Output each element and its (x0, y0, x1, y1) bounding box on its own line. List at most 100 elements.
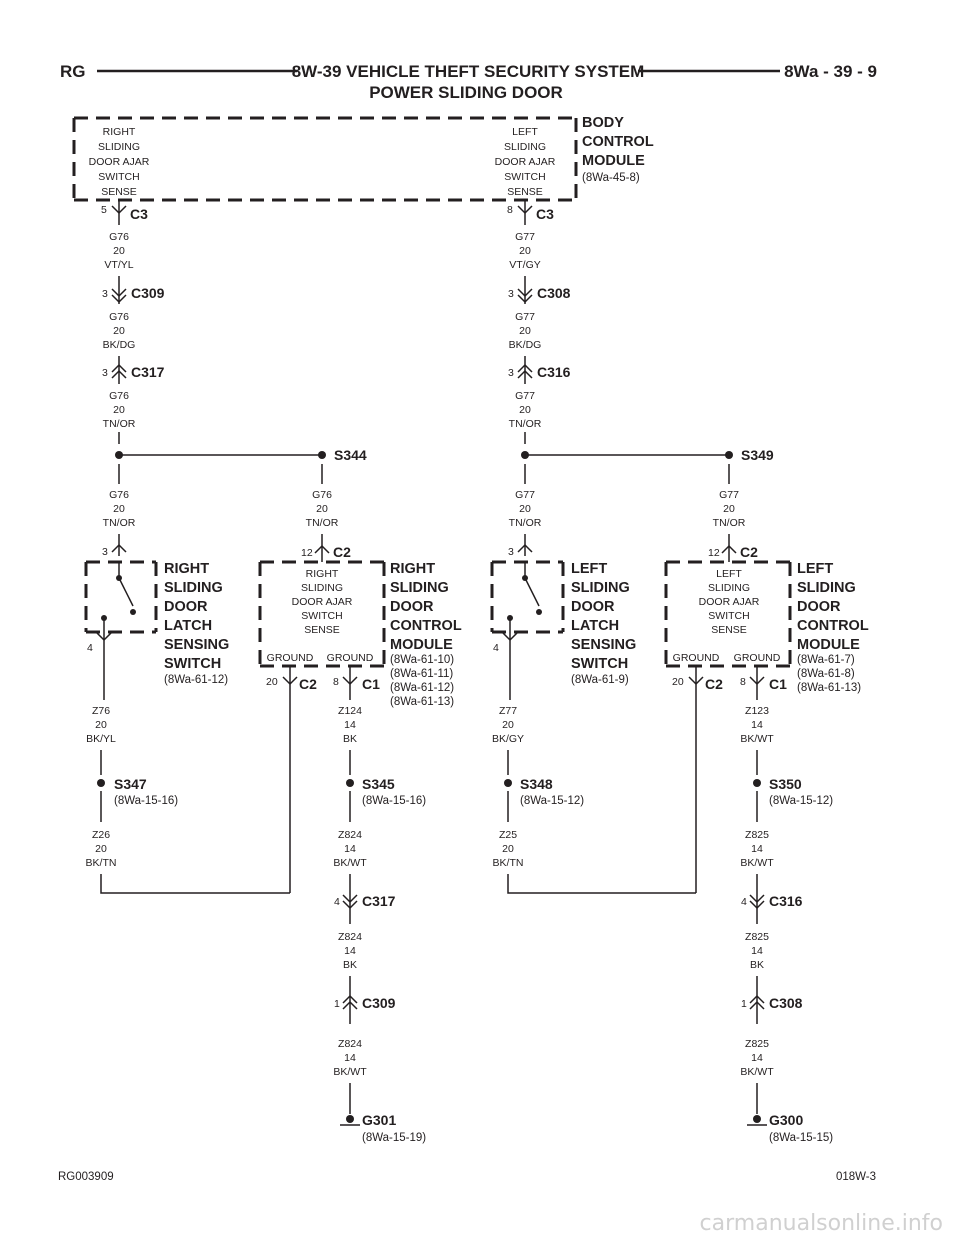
wire-label: 20 (113, 503, 125, 515)
connector-c3: C3 (536, 206, 554, 222)
control-module-name: RIGHT (390, 561, 435, 577)
wire-label: TN/OR (713, 517, 746, 529)
pin-number: 12 (301, 547, 313, 559)
splice-dot (346, 779, 354, 787)
splice-s344: S344 (334, 447, 367, 463)
wire-label: Z124 (338, 705, 362, 717)
latch-switch-border (490, 560, 565, 634)
connector-symbol (314, 544, 330, 554)
splice-ref: (8Wa-15-16) (362, 795, 426, 807)
connector-c2: C2 (299, 676, 317, 692)
wire-label: VT/GY (509, 259, 541, 271)
bcm-right-sense-label: SENSE (101, 186, 137, 198)
connector-c309: C309 (362, 995, 396, 1011)
wire-label: BK (343, 959, 357, 971)
wire-label: BK/DG (509, 339, 542, 351)
latch-switch-name: DOOR (571, 599, 615, 615)
control-module-ref: (8Wa-61-10) (390, 654, 454, 666)
control-module-ref: (8Wa-61-11) (390, 668, 453, 680)
wire-label: Z824 (338, 1038, 362, 1050)
ground-ref: (8Wa-15-15) (769, 1132, 833, 1144)
pin-number: 12 (708, 547, 720, 559)
module-sense-label: SWITCH (301, 610, 342, 622)
wire-label: Z825 (745, 931, 769, 943)
header-subtitle: POWER SLIDING DOOR (369, 83, 563, 102)
ground-pin-label: GROUND (267, 652, 314, 664)
ground-pin-label: GROUND (327, 652, 374, 664)
bcm-name: MODULE (582, 153, 645, 169)
control-module-name: SLIDING (390, 580, 449, 596)
latch-switch-name: LEFT (571, 561, 607, 577)
wire-label: 20 (519, 325, 531, 337)
pin-number: 8 (333, 676, 339, 688)
control-module-ref: (8Wa-61-8) (797, 668, 855, 680)
wire-label: BK/GY (492, 733, 524, 745)
pin-number: 3 (508, 367, 514, 379)
wire-label: Z123 (745, 705, 769, 717)
splice-dot (753, 779, 761, 787)
splice-s349: S349 (741, 447, 774, 463)
wire-label: BK/TN (86, 857, 117, 869)
wire-label: 14 (751, 945, 763, 957)
figure-code: 018W-3 (836, 1171, 876, 1183)
control-module-name: CONTROL (797, 618, 869, 634)
connector-symbol (517, 205, 533, 215)
wire-label: 20 (113, 404, 125, 416)
connector-symbol (749, 994, 765, 1010)
control-module-ref: (8Wa-61-13) (390, 696, 454, 708)
switch-contact (130, 609, 136, 615)
splice-ref: (8Wa-15-16) (114, 795, 178, 807)
latch-switch-name: SENSING (164, 637, 229, 653)
wire-label: 14 (344, 843, 356, 855)
pin-number: 8 (507, 204, 513, 216)
wire-label: 20 (95, 719, 107, 731)
connector-c317: C317 (131, 364, 165, 380)
pin-number: 3 (102, 288, 108, 300)
pin-number: 20 (266, 676, 278, 688)
wire-label: G77 (515, 390, 535, 402)
splice-s347: S347 (114, 776, 147, 792)
wire-label: 20 (502, 719, 514, 731)
wire-label: TN/OR (103, 418, 136, 430)
right-door-circuit: 5 C3 G76 20 VT/YL 3 C309 G76 20 BK/DG 3 … (84, 200, 462, 1144)
watermark: carmanualsonline.info (700, 1211, 943, 1236)
wire-label: 14 (751, 719, 763, 731)
connector-c1: C1 (769, 676, 787, 692)
latch-switch-name: SLIDING (571, 580, 630, 596)
wire-label: G76 (109, 231, 129, 243)
wire-label: 20 (95, 843, 107, 855)
wire-label: G77 (515, 311, 535, 323)
bcm-right-sense-label: SLIDING (98, 141, 140, 153)
splice-s345: S345 (362, 776, 395, 792)
control-module-name: MODULE (797, 637, 860, 653)
splice-ref: (8Wa-15-12) (520, 795, 584, 807)
wire-label: 20 (113, 245, 125, 257)
connector-symbol (342, 894, 358, 910)
latch-switch-ref: (8Wa-61-9) (571, 674, 629, 686)
wire-label: Z825 (745, 1038, 769, 1050)
bcm-ref: (8Wa-45-8) (582, 172, 640, 184)
connector-c2: C2 (740, 544, 758, 560)
wire-label: G76 (312, 489, 332, 501)
module-sense-label: LEFT (716, 568, 742, 580)
wire-label: BK (343, 733, 357, 745)
connector-c2: C2 (705, 676, 723, 692)
connector-symbol (342, 994, 358, 1010)
wire-label: Z825 (745, 829, 769, 841)
latch-switch-name: LATCH (571, 618, 619, 634)
pin-number: 3 (508, 288, 514, 300)
connector-symbol (111, 543, 127, 553)
wire-label: 20 (502, 843, 514, 855)
bcm-right-sense-label: SWITCH (98, 171, 139, 183)
wire-label: 14 (751, 1052, 763, 1064)
module-sense-label: SLIDING (708, 582, 750, 594)
pin-number: 3 (102, 367, 108, 379)
module-sense-label: SENSE (304, 624, 340, 636)
latch-switch-name: SLIDING (164, 580, 223, 596)
left-door-circuit: 8 C3 G77 20 VT/GY 3 C308 G77 20 BK/DG 3 … (490, 200, 869, 1144)
bcm-left-sense-label: LEFT (512, 126, 538, 138)
latch-switch-name: SENSING (571, 637, 636, 653)
wire-label: 14 (751, 843, 763, 855)
wire-label: 20 (723, 503, 735, 515)
control-module-name: DOOR (797, 599, 841, 615)
